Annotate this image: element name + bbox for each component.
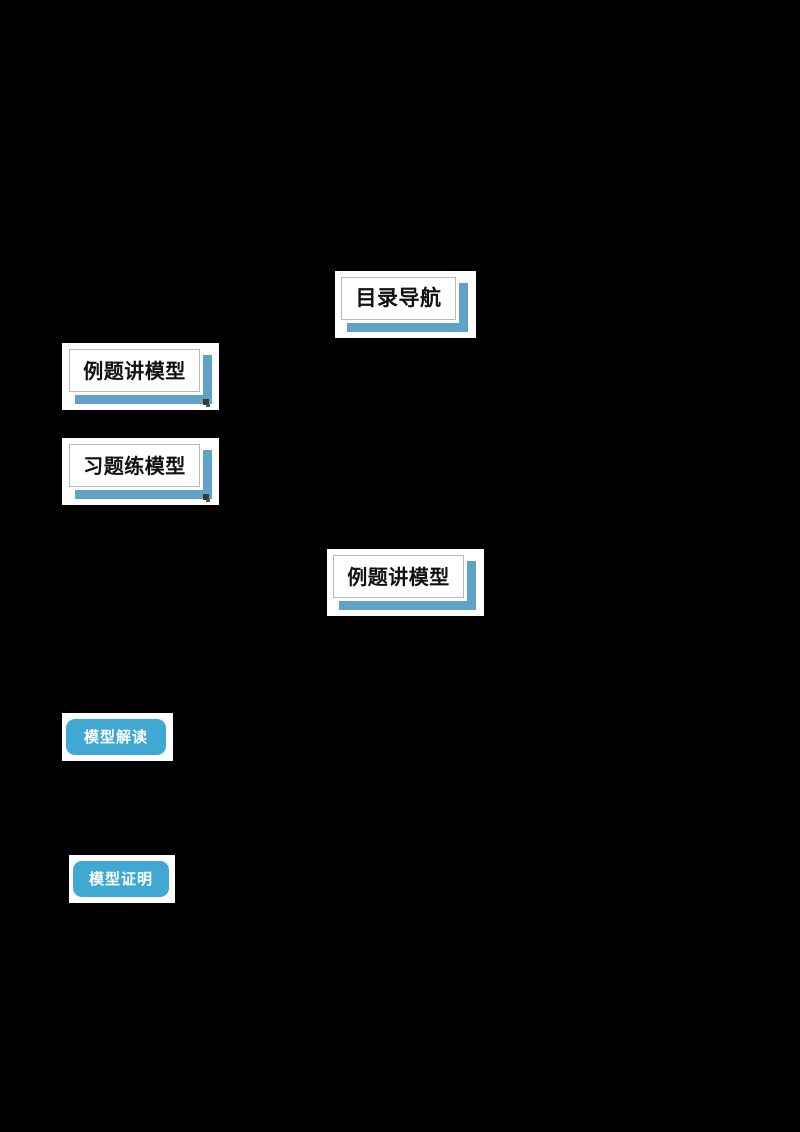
button-label: 模型证明 [88, 869, 153, 888]
button-inner-frame: 例题讲模型 [333, 555, 464, 598]
button-example-explain-model-2[interactable]: 例题讲模型 [330, 552, 476, 610]
scan-artifact-speck [206, 499, 210, 502]
button-label: 目录导航 [355, 286, 442, 310]
pill-shape: 模型解读 [66, 719, 166, 755]
button-card: 目录导航 [338, 274, 459, 323]
scan-artifact-speck [203, 399, 209, 405]
button-exercise-practice-model[interactable]: 习题练模型 [66, 441, 212, 499]
button-card: 例题讲模型 [330, 552, 467, 601]
button-card: 习题练模型 [66, 441, 203, 490]
button-model-proof[interactable]: 模型证明 [73, 861, 169, 897]
button-label: 习题练模型 [83, 453, 186, 478]
button-label: 例题讲模型 [347, 564, 450, 589]
button-example-explain-model-1[interactable]: 例题讲模型 [66, 346, 212, 404]
button-inner-frame: 目录导航 [341, 277, 456, 320]
button-card: 例题讲模型 [66, 346, 203, 395]
button-model-interpretation[interactable]: 模型解读 [66, 719, 166, 755]
button-inner-frame: 例题讲模型 [69, 349, 200, 392]
pill-shape: 模型证明 [73, 861, 169, 897]
scan-artifact-speck [206, 404, 210, 407]
scan-artifact-speck [203, 494, 209, 500]
button-catalog-navigation[interactable]: 目录导航 [338, 274, 468, 332]
button-label: 模型解读 [83, 727, 148, 746]
button-label: 例题讲模型 [83, 358, 186, 383]
button-inner-frame: 习题练模型 [69, 444, 200, 487]
